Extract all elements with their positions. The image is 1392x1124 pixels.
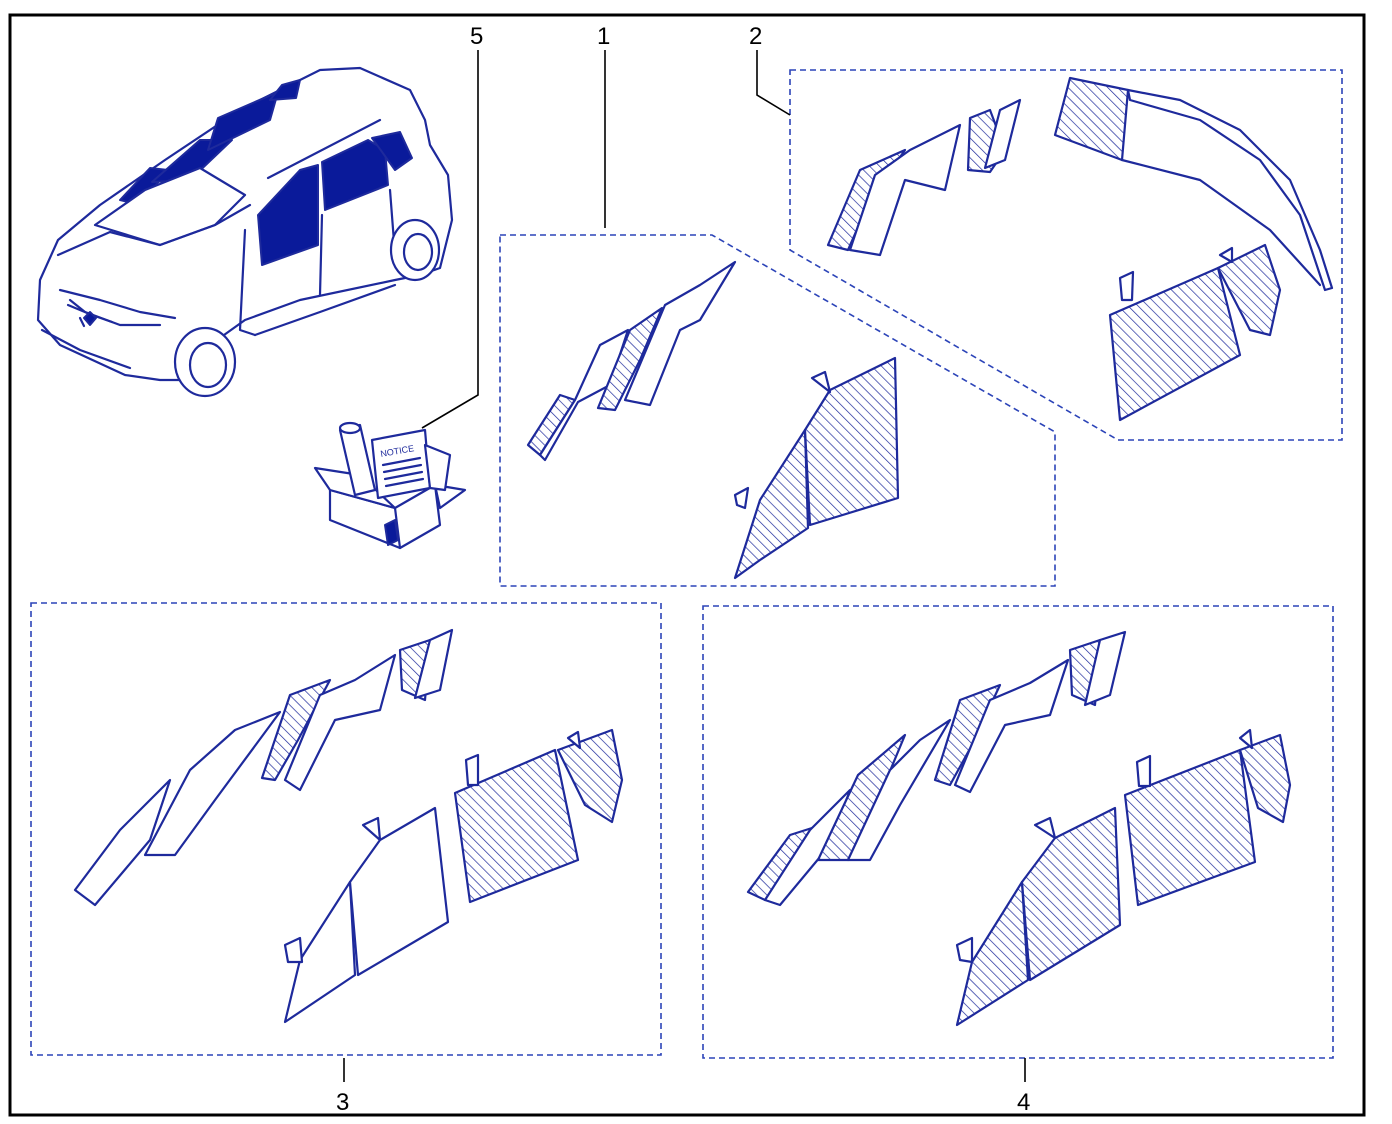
kit-1-callout: 1 xyxy=(597,23,610,50)
kit-1-frame xyxy=(499,234,1056,587)
kit-5-leader xyxy=(421,50,479,429)
kit-2-frame xyxy=(789,69,1343,441)
kit-3-callout: 3 xyxy=(336,1089,349,1116)
kit-4-callout: 4 xyxy=(1017,1089,1030,1116)
kit-5-callout: 5 xyxy=(470,23,483,50)
kit-box-illustration: NOTICE xyxy=(313,421,467,550)
kit-2-callout: 2 xyxy=(749,23,762,50)
kit-4-group: 4 xyxy=(702,605,1334,1116)
kit-1-group: 1 xyxy=(499,23,1056,587)
car-illustration xyxy=(36,66,454,398)
outer-border xyxy=(8,13,1366,1117)
kit-3-frame xyxy=(30,602,662,1056)
kit-3-group: 3 xyxy=(30,602,662,1116)
kit-2-group: 2 xyxy=(749,23,1343,441)
kit-5-callout-group: 5 xyxy=(421,23,483,429)
kit-4-frame xyxy=(702,605,1334,1059)
kit-2-leader xyxy=(756,50,791,116)
